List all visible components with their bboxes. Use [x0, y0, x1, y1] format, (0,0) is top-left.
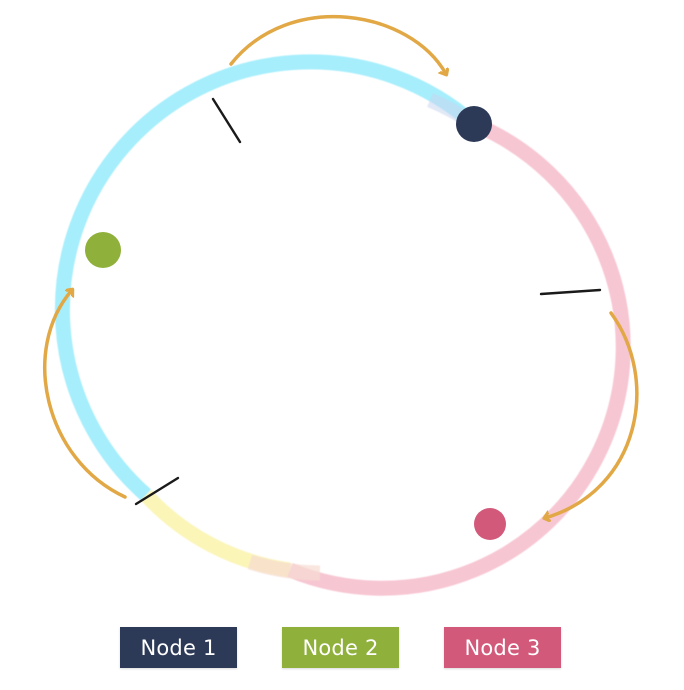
legend-node-2: Node 2: [282, 627, 399, 668]
ring-segment-cyan: [54, 54, 479, 501]
tick-top: [211, 97, 242, 144]
ticks: [134, 97, 602, 506]
nodes: [85, 106, 506, 540]
node-2-marker: [85, 232, 121, 268]
tick-bottom-left: [134, 476, 180, 506]
ring-segment-pink: [287, 117, 631, 596]
arrow-top: [229, 14, 446, 74]
arrow-left: [43, 290, 127, 499]
arrows: [43, 14, 639, 518]
node-1-marker: [456, 106, 492, 142]
ring-segment-yellow: [140, 489, 292, 578]
node-3-marker: [474, 508, 506, 540]
ring: [54, 54, 631, 596]
tick-right: [539, 288, 602, 296]
arrow-right: [545, 311, 639, 518]
legend-node-1: Node 1: [120, 627, 237, 668]
ring-blend-bottom: [247, 554, 321, 581]
legend-node-3: Node 3: [444, 627, 561, 668]
